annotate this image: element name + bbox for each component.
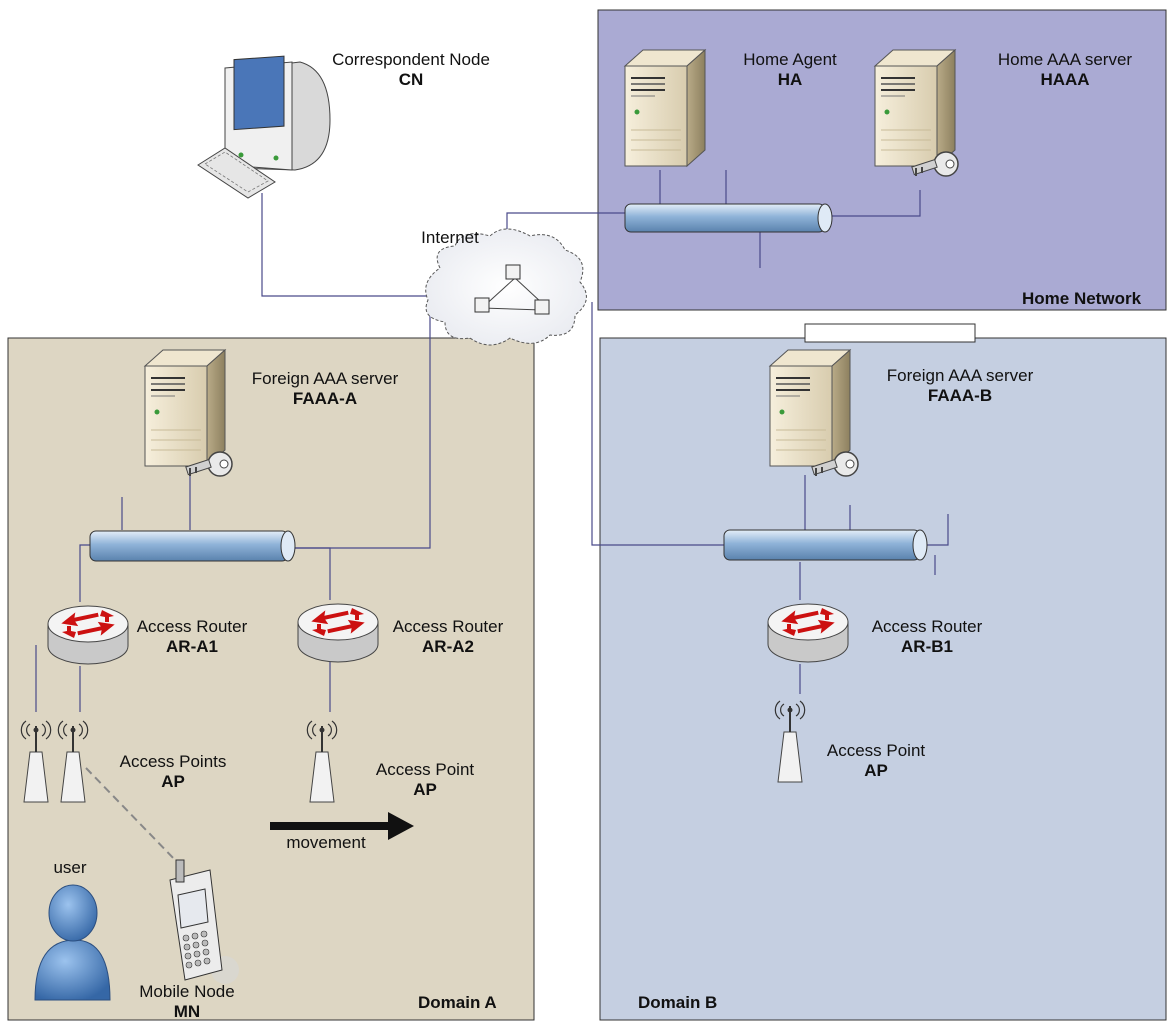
wireless-link-mn: [85, 767, 181, 866]
ar-b1-label: Access Router AR-B1: [847, 617, 1007, 657]
ap-a1-name: Access Points: [119, 752, 227, 771]
mn-label: Mobile Node MN: [112, 982, 262, 1022]
line-bus-ar-a2: [293, 547, 331, 600]
foreign-aaa-b-server-icon: [769, 349, 851, 467]
haaa-code: HAAA: [1040, 70, 1090, 89]
ap-a1-code: AP: [161, 772, 185, 791]
haaa-name: Home AAA server: [997, 50, 1133, 69]
internet-name: Internet: [421, 228, 479, 247]
ha-label: Home Agent HA: [720, 50, 860, 90]
line-internet-domain-b: [591, 302, 724, 546]
ap-a1-label: Access Points AP: [98, 752, 248, 792]
line-internet-domain-a: [295, 300, 431, 549]
bus-domain-b: [723, 529, 928, 561]
ar-a1-label: Access Router AR-A1: [112, 617, 272, 657]
movement-label: movement: [266, 833, 386, 853]
faaa-a-label: Foreign AAA server FAAA-A: [235, 369, 415, 409]
ap-b1-label: Access Point AP: [806, 741, 946, 781]
router-ar-b1-icon: [767, 603, 849, 663]
ha-code: HA: [777, 70, 803, 89]
ap-b1-code: AP: [864, 761, 888, 780]
faaa-b-code: FAAA-B: [927, 386, 993, 405]
line-cn-internet: [261, 193, 428, 297]
home-agent-server-icon: [624, 49, 706, 167]
connection-lines: [35, 170, 949, 712]
correspondent-computer-icon: [197, 55, 331, 199]
home-aaa-server-icon: [874, 49, 956, 167]
ha-name: Home Agent: [743, 50, 837, 69]
ar-a2-name: Access Router: [392, 617, 504, 636]
internet-label: Internet: [405, 228, 495, 248]
line-bus-ar-a1: [79, 544, 90, 602]
faaa-a-code: FAAA-A: [292, 389, 358, 408]
ar-a2-code: AR-A2: [422, 637, 474, 656]
mn-name: Mobile Node: [139, 982, 235, 1001]
faaa-b-label: Foreign AAA server FAAA-B: [870, 366, 1050, 406]
bus-home: [624, 203, 833, 233]
user-icon: [34, 884, 111, 1001]
home-to-domain-b-link: [804, 323, 976, 343]
ap-a2-name: Access Point: [375, 760, 475, 779]
movement-name: movement: [286, 833, 366, 852]
faaa-a-name: Foreign AAA server: [251, 369, 399, 388]
domain-b-label: Domain B: [638, 993, 718, 1012]
router-ar-a2-icon: [297, 603, 379, 663]
foreign-aaa-a-server-icon: [144, 349, 226, 467]
mobile-node-icon: [169, 859, 239, 984]
line-haaa-bus: [829, 190, 921, 217]
ar-a2-label: Access Router AR-A2: [368, 617, 528, 657]
user-label: user: [40, 858, 100, 878]
ar-a1-name: Access Router: [136, 617, 248, 636]
cn-label: Correspondent Node CN: [298, 50, 524, 90]
haaa-label: Home AAA server HAAA: [975, 50, 1155, 90]
ar-a1-code: AR-A1: [166, 637, 218, 656]
ap-a2-label: Access Point AP: [355, 760, 495, 800]
ar-b1-name: Access Router: [871, 617, 983, 636]
internet-cloud-icon: [425, 228, 587, 346]
ap-b1-name: Access Point: [826, 741, 926, 760]
cn-name: Correspondent Node: [332, 50, 490, 69]
cn-code: CN: [398, 70, 424, 89]
bus-domain-a: [89, 530, 296, 562]
domain-a-label: Domain A: [418, 993, 497, 1012]
home-network-label: Home Network: [1022, 289, 1142, 308]
ap-a2-code: AP: [413, 780, 437, 799]
user-name: user: [53, 858, 87, 877]
faaa-b-name: Foreign AAA server: [886, 366, 1034, 385]
movement-arrow-icon: [270, 812, 414, 840]
domain-b-region: [599, 337, 1167, 1021]
mn-code: MN: [173, 1002, 201, 1021]
ar-b1-code: AR-B1: [901, 637, 953, 656]
